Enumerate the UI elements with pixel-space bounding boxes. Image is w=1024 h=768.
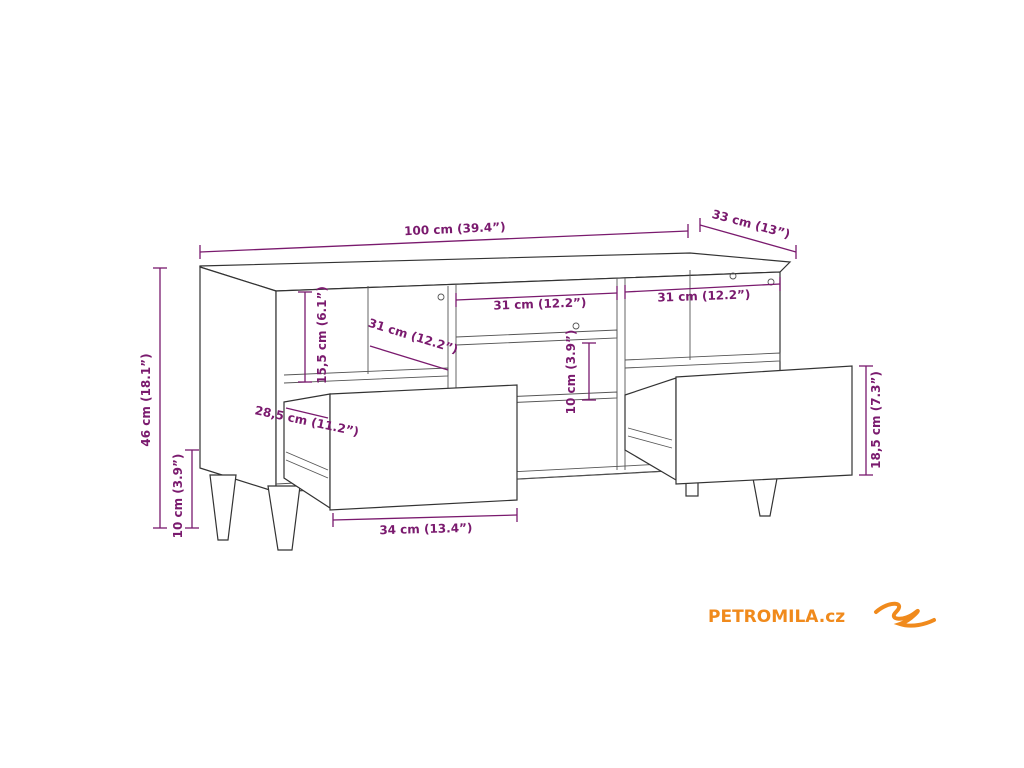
dimension-lines [153, 218, 873, 529]
middle-width-label: 31 cm (12.2”) [493, 295, 587, 312]
shelf-left-height-label: 15,5 cm (6.1”) [315, 286, 329, 384]
drawer-width-label: 34 cm (13.4”) [379, 521, 472, 537]
right-drawer-rail [627, 427, 673, 441]
cabinet-drawing [199, 252, 853, 551]
right-drawer-rail-b [627, 435, 673, 449]
shelf-middle-top [455, 329, 618, 346]
leg-height-label: 10 cm (3.9”) [171, 454, 185, 539]
screw-1 [437, 293, 445, 301]
width-label: 100 cm (39.4”) [404, 220, 506, 238]
depth-label: 33 cm (13”) [710, 207, 791, 241]
leg-back-left [209, 474, 237, 541]
leg-front-left [267, 485, 301, 551]
right-width-label: 31 cm (12.2”) [657, 287, 751, 304]
shelf-right [624, 352, 781, 369]
height-label: 46 cm (18.1”) [139, 353, 153, 446]
left-drawer-front [329, 384, 518, 511]
left-drawer-rail [285, 451, 329, 471]
left-side-panel [199, 266, 277, 493]
left-drawer-rail-b [285, 459, 329, 479]
middle-height-label: 10 cm (3.9”) [564, 330, 578, 415]
screw-2 [572, 322, 580, 330]
right-drawer-front [675, 365, 853, 485]
screw-3 [729, 272, 737, 280]
logo-swirl-icon [874, 601, 936, 628]
petromila-logo[interactable]: PETROMILA.cz [708, 601, 936, 628]
logo-text: PETROMILA.cz [708, 607, 845, 627]
drawer-height-label: 18,5 cm (7.3”) [869, 371, 883, 469]
shelf-left [283, 367, 449, 384]
shelf-middle-bottom [455, 391, 618, 406]
